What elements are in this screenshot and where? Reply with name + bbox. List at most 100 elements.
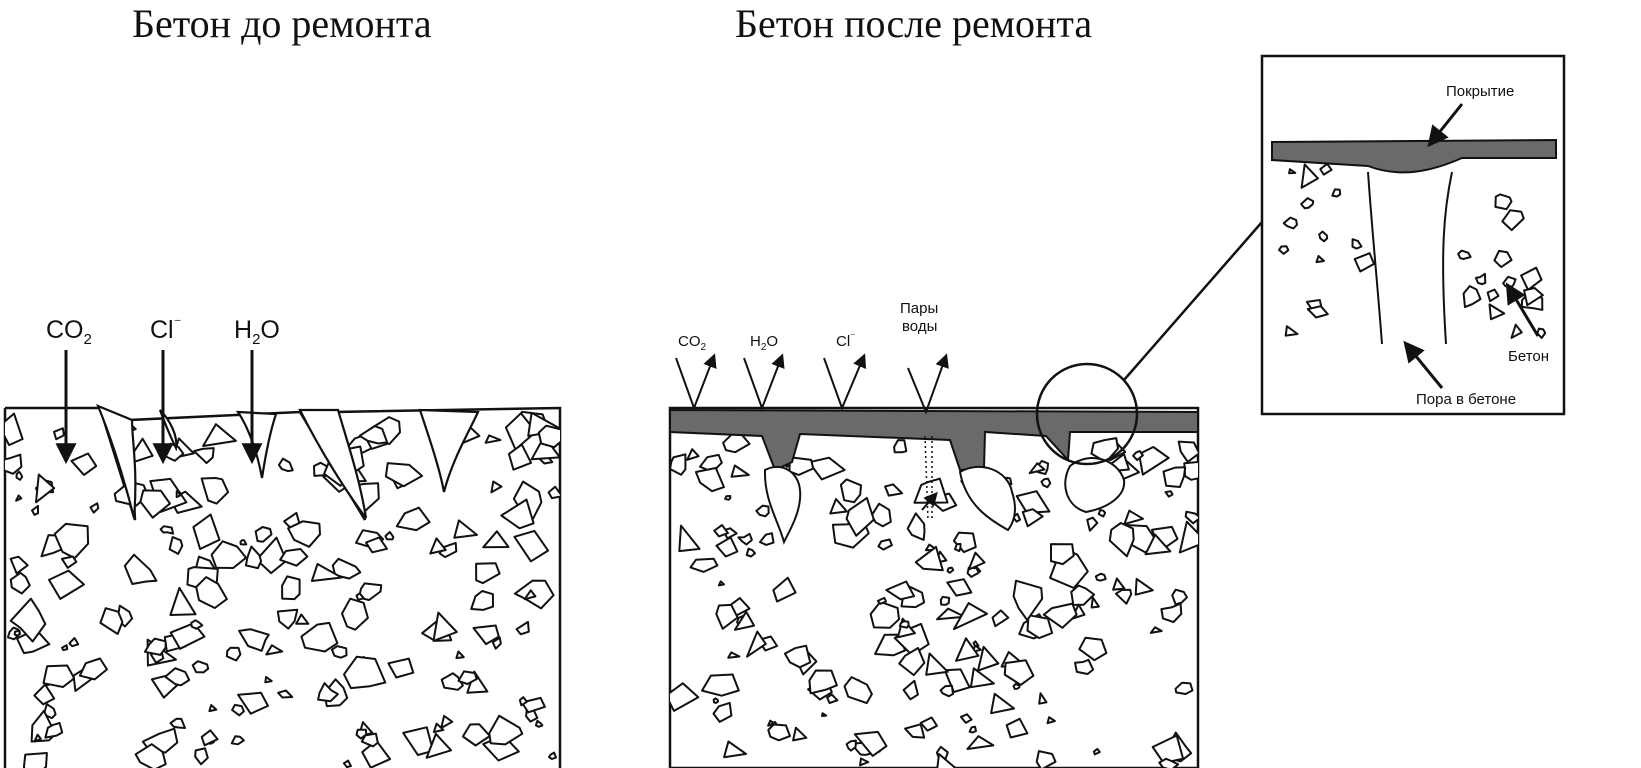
aggregate-stone [33, 683, 56, 706]
aggregate-stone [1184, 510, 1198, 525]
aggregate-stone [869, 600, 900, 629]
aggregate-stone [440, 672, 464, 691]
aggregate-stone [788, 456, 815, 476]
label-pore: Пора в бетоне [1416, 391, 1516, 408]
aggregate-stone [387, 657, 415, 679]
aggregate-stone [548, 751, 557, 760]
aggregate-stone [99, 607, 124, 635]
aggregate-stone [670, 682, 700, 712]
aggregate-stone [1177, 440, 1198, 463]
aggregate-stone [1046, 716, 1056, 725]
aggregate-stone [537, 424, 560, 449]
aggregate-stone [402, 726, 434, 756]
aggregate-stone [839, 478, 862, 504]
aggregate-stone [925, 652, 949, 676]
aggregate-stone [534, 719, 544, 728]
aggregate-stone [959, 713, 973, 724]
aggregate-stone [300, 621, 339, 653]
aggregate-stone [358, 425, 389, 445]
aggregate-stone [425, 732, 453, 759]
aggregate-stone [281, 575, 301, 601]
aggregate-stone [898, 620, 910, 629]
aggregate-stone [1149, 626, 1163, 634]
aggregate-stone [1158, 757, 1180, 768]
aggregate-stone [678, 524, 701, 553]
aggregate-stone [843, 676, 873, 705]
aggregate-stone [746, 630, 767, 658]
aggregate-stone [954, 542, 962, 553]
aggregate-stone [1183, 460, 1198, 481]
aggregate-stone [1012, 682, 1021, 690]
aggregate-stone [936, 607, 966, 621]
aggregate-stone [277, 689, 294, 699]
aggregate-stone [200, 729, 219, 747]
aggregate-stone [990, 692, 1016, 715]
aggregate-stone [722, 433, 751, 454]
aggregate-stone [231, 703, 245, 717]
label-co2-before: CO2 [46, 316, 92, 348]
aggregate-stone [395, 506, 431, 532]
aggregate-stone [952, 531, 977, 554]
aggregate-stone [870, 502, 892, 528]
aggregate-stone [123, 553, 158, 585]
label-concrete: Бетон [1508, 348, 1549, 365]
aggregate-stone [343, 655, 387, 690]
aggregate-stone [884, 483, 904, 497]
aggregate-stone [1510, 323, 1523, 339]
aggregate-stone [1164, 490, 1174, 498]
aggregate-stone [1536, 327, 1547, 339]
aggregate-stones-before [5, 410, 560, 768]
aggregate-stone [432, 722, 445, 734]
arrow-co2-after [675, 353, 717, 411]
aggregate-stone [194, 747, 209, 766]
aggregate-stone [482, 530, 510, 549]
aggregate-stone [169, 586, 197, 616]
aggregate-stone [904, 723, 926, 739]
aggregate-stone [694, 467, 725, 493]
aggregate-stone [33, 733, 42, 743]
aggregate-stone [513, 529, 550, 563]
aggregate-stone [730, 464, 750, 478]
aggregate-stone [5, 412, 24, 447]
aggregate-stone [1114, 588, 1133, 605]
aggregate-stone [1474, 272, 1487, 286]
aggregate-stone [1040, 477, 1052, 489]
aggregate-stone [902, 679, 919, 701]
arrow-h2o-after [743, 353, 785, 411]
aggregate-stone [1162, 466, 1187, 488]
aggregate-stone [1278, 245, 1290, 255]
aggregate-stone [724, 495, 732, 501]
aggregate-stone [1351, 238, 1363, 250]
aggregate-stone [727, 651, 741, 659]
aggregate-stone [15, 494, 23, 502]
aggregate-stone [457, 670, 478, 685]
aggregate-stone [1520, 266, 1543, 291]
label-cl-before: Cl⁻ [150, 315, 182, 344]
aggregate-stone [331, 557, 362, 580]
aggregate-stone [1108, 522, 1135, 558]
aggregate-stone [134, 743, 167, 768]
aggregate-stone [1178, 520, 1198, 554]
label-h2o-before: H2O [234, 316, 280, 348]
aggregate-stone [225, 646, 242, 662]
aggregate-stone [523, 589, 537, 601]
aggregate-stone [42, 664, 76, 688]
aggregate-stone [1112, 577, 1126, 591]
aggregate-stone [845, 739, 857, 752]
aggregate-stone [265, 644, 284, 656]
aggregate-stone [61, 644, 69, 652]
aggregate-stone [361, 739, 392, 768]
aggregate-stone [876, 596, 887, 605]
aggregate-stone [1315, 255, 1325, 264]
aggregate-stone [53, 522, 90, 560]
aggregate-stone [1284, 325, 1299, 337]
aggregate-stone [1318, 230, 1329, 243]
aggregate-stone [772, 576, 797, 603]
aggregate-stone [686, 448, 700, 461]
aggregate-stone [15, 470, 24, 481]
aggregate-stone [239, 539, 248, 546]
aggregate-stone [504, 412, 537, 451]
aggregate-stones-inset [1278, 162, 1547, 339]
aggregate-stone [968, 725, 977, 734]
